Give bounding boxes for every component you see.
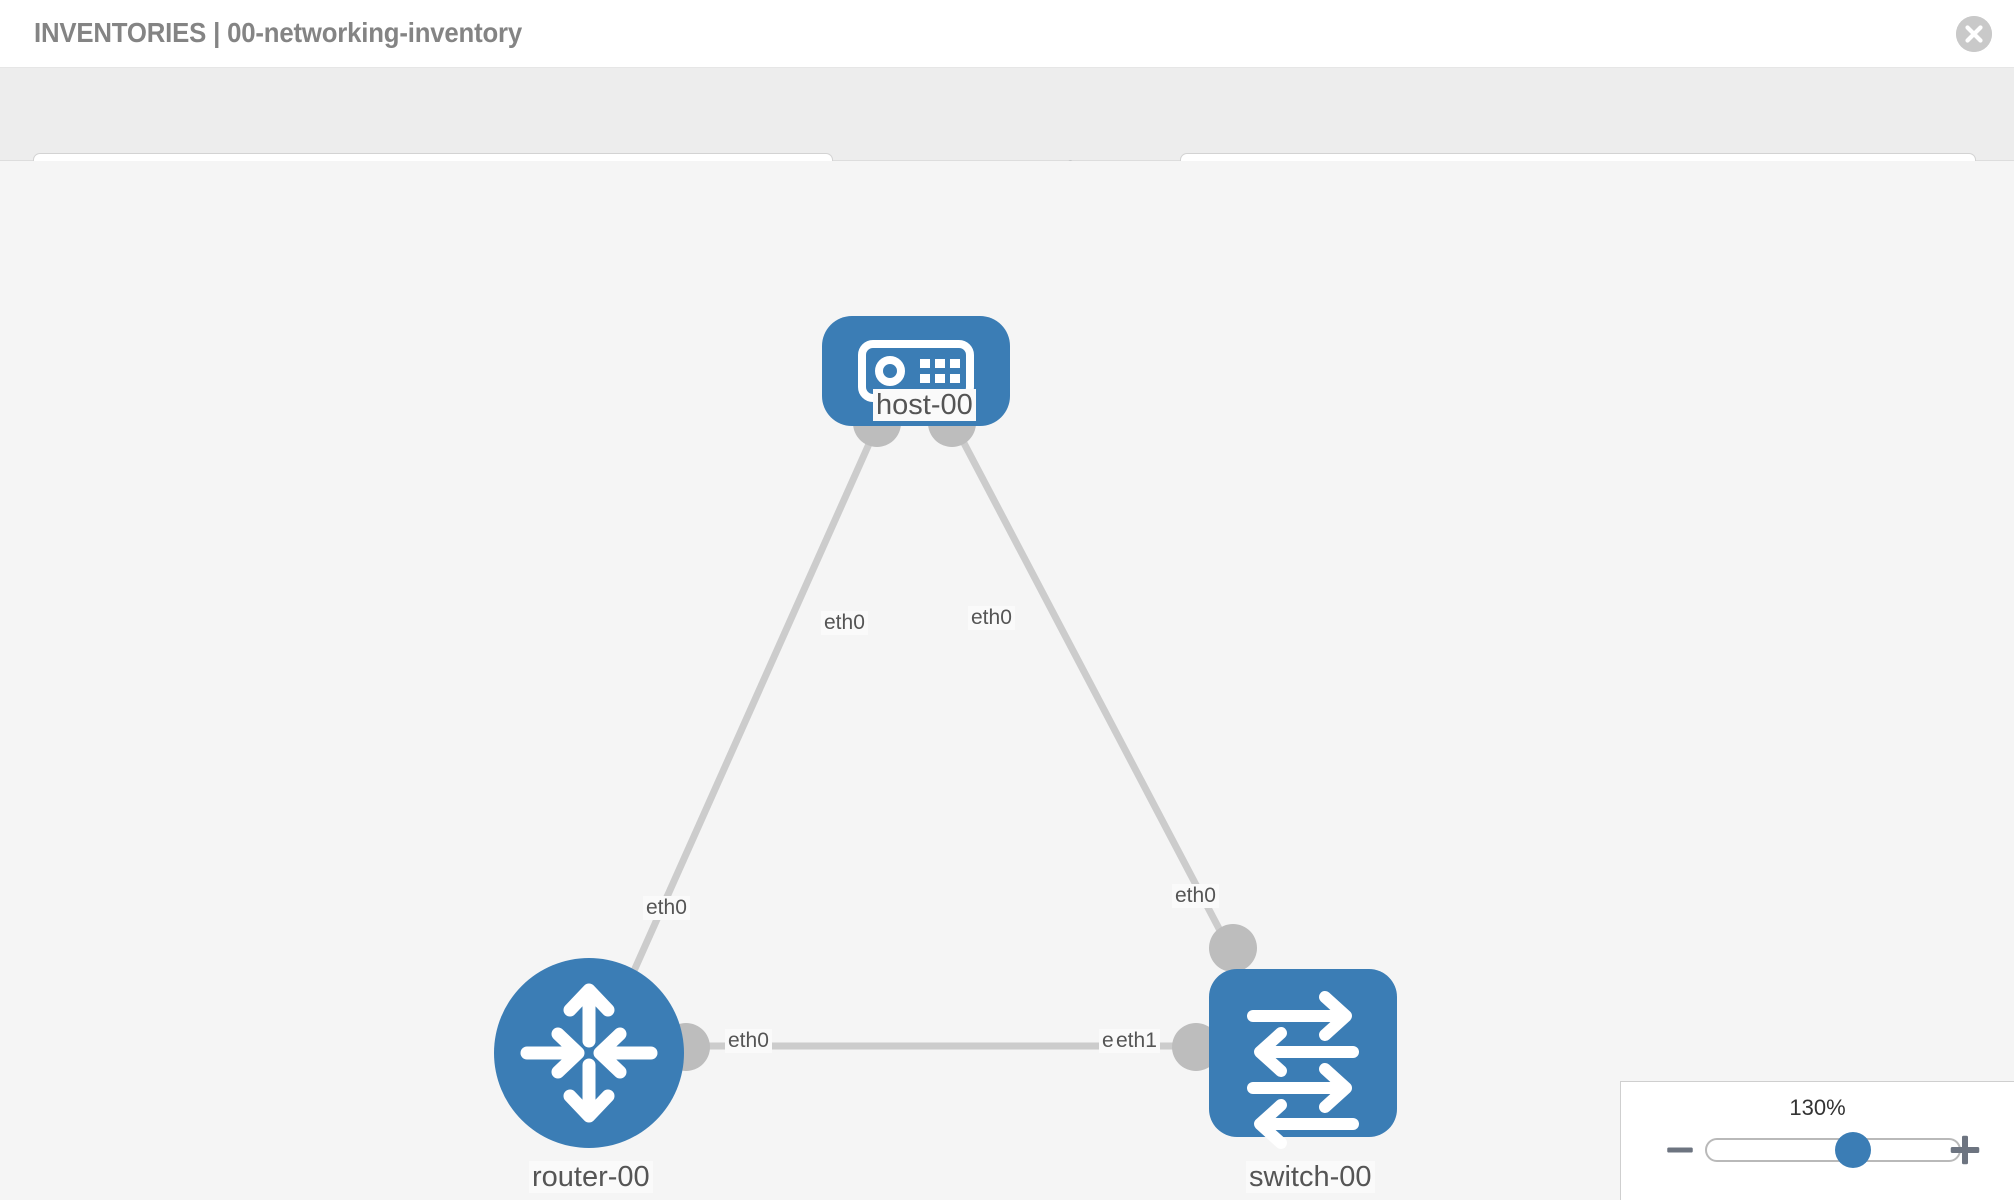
node-label-router-00: router-00 <box>529 1161 653 1194</box>
plus-icon[interactable] <box>1946 1131 1984 1169</box>
page-title: INVENTORIES | 00-networking-inventory <box>34 17 523 48</box>
port-switch00-eth0 <box>1209 924 1257 972</box>
interface-label-router00-eth0-uplink: eth0 <box>643 896 690 921</box>
port-markers <box>662 399 1257 1071</box>
interface-label-router00-eth0: eth0 <box>725 1029 772 1054</box>
zoom-level-label: 130% <box>1789 1095 1846 1120</box>
interface-label-host00-eth0-right: eth0 <box>968 606 1015 631</box>
close-icon[interactable] <box>1956 16 1992 52</box>
zoom-slider-track[interactable] <box>1705 1132 1961 1168</box>
zoom-slider-row <box>1621 1130 2014 1170</box>
node-label-switch-00: switch-00 <box>1246 1161 1375 1194</box>
interface-label-host00-eth0-left: eth0 <box>821 611 868 636</box>
interface-label-switch00-eth0: eth0 <box>1172 884 1219 909</box>
node-label-host-00: host-00 <box>873 389 976 422</box>
node-switch-00[interactable] <box>1209 969 1397 1149</box>
node-router-00[interactable] <box>494 958 684 1148</box>
zoom-control-panel: 130% <box>1620 1081 2014 1200</box>
interface-label-switch00-eth1: eth1 <box>1113 1029 1160 1054</box>
minus-icon[interactable] <box>1663 1133 1697 1167</box>
toolbar: ACTIONS SEARCH <box>0 68 2014 215</box>
zoom-slider-thumb[interactable] <box>1835 1132 1872 1168</box>
switch-arrows-icon <box>1247 991 1359 1149</box>
topology-canvas[interactable]: host-00 router-00 switch-00 eth0 eth0 et… <box>0 161 2014 1200</box>
topology-graph <box>494 316 1397 1149</box>
title-bar: INVENTORIES | 00-networking-inventory <box>0 0 2014 68</box>
link-host00-switch00[interactable] <box>951 424 1240 963</box>
four-way-arrows-icon <box>520 983 658 1123</box>
port-switch00-eth1 <box>1172 1023 1220 1071</box>
